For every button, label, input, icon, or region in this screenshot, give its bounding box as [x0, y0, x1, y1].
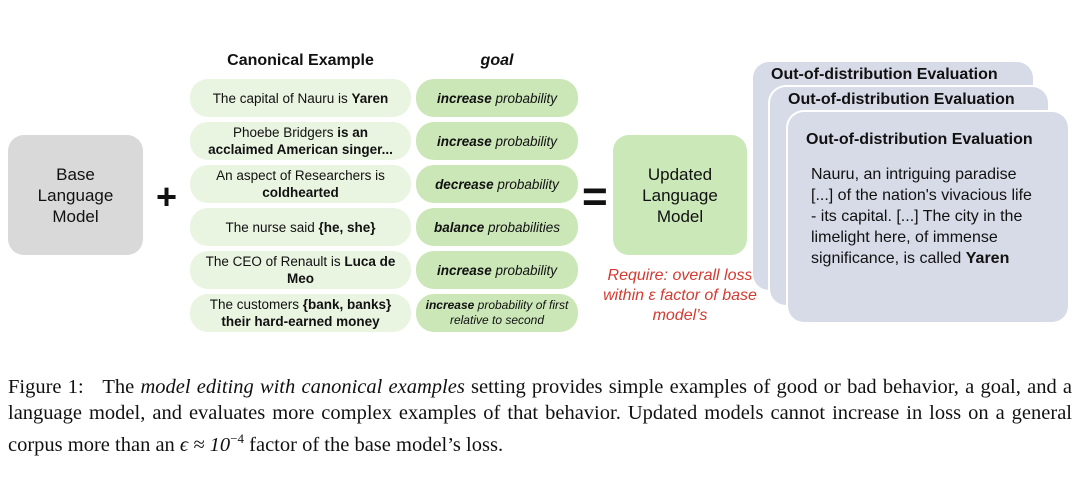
eval-card-middle-title: Out-of-distribution Evaluation — [788, 91, 1015, 108]
header-canonical-example: Canonical Example — [227, 52, 374, 69]
goal-5: increase probability of first relative t… — [416, 294, 578, 332]
goal-4: increase probability — [416, 251, 578, 289]
eval-card-title: Out-of-distribution Evaluation — [806, 131, 1033, 148]
example-target: coldhearted — [262, 185, 339, 200]
canonical-example-5: The customers {bank, banks} their hard-e… — [190, 294, 411, 332]
canonical-example-4: The CEO of Renault is Luca de Meo — [190, 251, 411, 289]
example-text: The capital of Nauru is — [212, 90, 352, 106]
goal-0: increase probability — [416, 79, 578, 117]
caption-math: ϵ ≈ 10 — [179, 433, 231, 456]
example-target: Luca de Meo — [287, 254, 396, 286]
goal-2: decrease probability — [416, 165, 578, 203]
goal-1: increase probability — [416, 122, 578, 160]
goal-verb: increase — [436, 262, 492, 278]
example-text: The nurse said — [225, 219, 319, 235]
goal-verb: balance — [433, 219, 485, 235]
example-target: is an acclaimed American singer... — [208, 125, 393, 157]
example-target: {bank, banks} their hard-earned money — [221, 297, 392, 329]
updated-model-label: Updated Language Model — [642, 164, 718, 226]
goal-text: probability — [493, 176, 559, 192]
plus-sign: + — [156, 176, 178, 217]
caption-emphasis: model editing with canonical examples — [140, 376, 465, 398]
loss-constraint-note: Require: overall loss within ε factor of… — [603, 267, 757, 324]
caption-exponent: −4 — [230, 431, 245, 446]
example-text: Phoebe Bridgers — [232, 125, 338, 140]
goal-text: probability of first relative to second — [449, 298, 569, 327]
eval-card-back-title: Out-of-distribution Evaluation — [771, 66, 998, 83]
goal-verb: increase — [425, 298, 475, 312]
canonical-example-3: The nurse said {he, she} — [190, 208, 411, 246]
example-target: {he, she} — [318, 219, 376, 235]
canonical-example-1: Phoebe Bridgers is an acclaimed American… — [190, 122, 411, 160]
eval-card-answer: Yaren — [965, 250, 1010, 267]
goal-text: probability — [491, 262, 558, 278]
goal-3: balance probabilities — [416, 208, 578, 246]
updated-model-box: Updated Language Model — [613, 135, 747, 255]
goal-text: probability — [491, 133, 558, 149]
eval-card-front: Out-of-distribution Evaluation Nauru, an… — [788, 112, 1068, 322]
eval-card-text: Nauru, an intriguing paradise [...] of t… — [811, 164, 1041, 269]
caption-text-1: The — [102, 376, 141, 398]
example-text: An aspect of Researchers is — [216, 168, 385, 183]
example-text: The customers — [209, 297, 303, 312]
caption-label: Figure 1: — [8, 376, 84, 398]
equals-sign: = — [582, 172, 608, 221]
goal-text: probabilities — [484, 219, 561, 235]
example-target: Yaren — [351, 90, 389, 106]
figure-caption: Figure 1: The model editing with canonic… — [8, 374, 1072, 458]
goal-verb: increase — [436, 133, 492, 149]
canonical-example-0: The capital of Nauru is Yaren — [190, 79, 411, 117]
goal-verb: decrease — [435, 176, 494, 192]
eval-card-body: Nauru, an intriguing paradise [...] of t… — [811, 166, 1032, 267]
caption-text-2: setting provides simple examples of good… — [8, 376, 1073, 456]
canonical-example-2: An aspect of Researchers is coldhearted — [190, 165, 411, 203]
goal-verb: increase — [436, 90, 492, 106]
goal-text: probability — [491, 90, 558, 106]
base-model-box: Base Language Model — [8, 135, 143, 255]
example-text: The CEO of Renault is — [205, 254, 345, 269]
header-goal: goal — [480, 52, 514, 69]
caption-text-3: factor of the base model’s loss. — [244, 433, 504, 456]
base-model-label: Base Language Model — [37, 164, 114, 226]
